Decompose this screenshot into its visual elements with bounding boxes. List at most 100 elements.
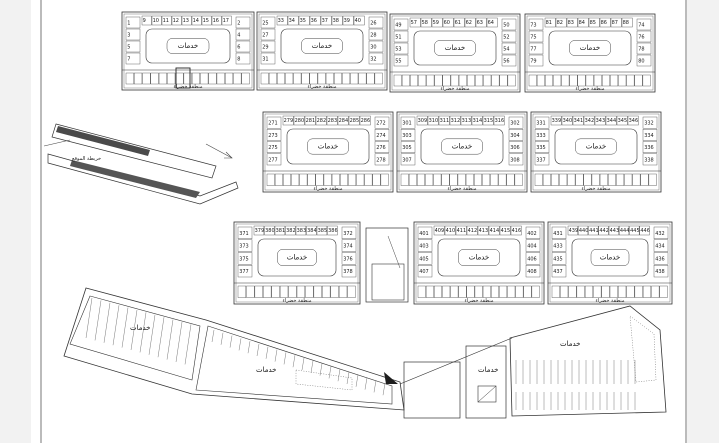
block-panel-j-top-plot-cell [598, 225, 609, 236]
block-panel-j-plot-number: 433 [553, 244, 563, 250]
block-panel-b-green-area-label: منطقة خضراء [307, 84, 336, 90]
block-panel-h-outline [233, 221, 361, 305]
block-panel-a-band-plot-cell [125, 72, 134, 85]
block-panel-j-services-core [590, 249, 630, 266]
block-panel-g-band-plot-cell [583, 173, 592, 186]
block-panel-f-band-plot-cell [498, 173, 507, 186]
block-panel-e-plot-cell [266, 116, 282, 129]
block-panel-h-plot-cell [341, 239, 357, 252]
block-panel-j-top-plot-cell [567, 225, 578, 236]
block-panel-h-plot-number: 381 [276, 228, 286, 234]
block-panel-e-band-plot-cell [372, 173, 381, 186]
block-panel-j-plot-number: 437 [553, 269, 563, 275]
block-panel-f-band-plot-cell [506, 173, 515, 186]
block-panel-i-plot-number: 412 [468, 228, 478, 234]
block-panel-h-band-plot-cell [237, 285, 247, 298]
block-panel-j-band-plot-cell [618, 285, 627, 298]
block-panel-j-green-area-label: منطقة خضراء [595, 298, 624, 304]
block-panel-j-plot-number: 436 [655, 256, 665, 262]
block-panel-b-band-plot-cell [301, 72, 310, 85]
block-panel-i-top-plot-cell [466, 225, 478, 236]
block-panel-f-top-plot-cell [460, 115, 472, 126]
block-panel-d-inner-outline [526, 15, 654, 91]
block-panel-b-top-plot-cell [331, 15, 343, 26]
block-panel-e-plot-number: 272 [376, 121, 386, 127]
block-panel-e-services-label: خدمات [318, 143, 338, 151]
block-panel-j-plot-number: 441 [589, 228, 599, 234]
block-panel-a-plot-number: 16 [213, 18, 219, 24]
block-panel-f-plot-number: 304 [510, 133, 520, 139]
block-panel-e-band-plot-cell [323, 173, 332, 186]
block-panel-i-plot-cell [525, 252, 541, 265]
block-panel-f-plot-number: 310 [429, 118, 439, 124]
block-panel-j-services-block [571, 238, 649, 277]
block-panel-a-plot-number: 4 [237, 32, 240, 38]
block-panel-b-plot-cell [368, 28, 384, 41]
block-panel-c-top-plot-cell [486, 17, 498, 28]
block-panel-e-band-plot-cell [266, 173, 275, 186]
block-panel-f-plot-number: 302 [510, 121, 520, 127]
block-panel-j-top-plot-cell [578, 225, 589, 236]
block-panel-j-top-plot-cell [619, 225, 630, 236]
block-panel-c-plot-number: 49 [395, 22, 401, 28]
block-panel-c-plot-number: 63 [477, 20, 483, 26]
block-panel-b-top-plot-cell [309, 15, 321, 26]
block-panel-g-band-plot-cell [551, 173, 559, 186]
block-panel-a-plot-number: 3 [127, 32, 130, 38]
bottom-right-block-outline [509, 305, 667, 417]
central-building-plot [365, 227, 409, 303]
block-panel-f-top-plot-cell [493, 115, 505, 126]
block-panel-e-band-plot-cell [315, 173, 324, 186]
bottom-left-plot-divider [166, 319, 174, 360]
bottom-mid-plot-divider [319, 363, 323, 376]
block-panel-d-plot-number: 84 [579, 20, 585, 26]
location-map-caption: خريطة الموقع [72, 156, 101, 162]
bottom-mid-plot-divider [220, 332, 224, 345]
block-panel-b-plot-number: 29 [262, 44, 268, 50]
block-panel-j-services-label: خدمات [600, 254, 620, 262]
block-panel-i-plot-number: 405 [419, 256, 429, 262]
block-panel-e-services-core [307, 138, 349, 155]
block-panel-a-plot-cell [235, 52, 251, 65]
block-panel-g-plot-number: 336 [644, 145, 654, 151]
block-panel-g-band-plot-cell [632, 173, 641, 186]
block-panel-i-plot-cell [525, 265, 541, 278]
block-panel-f-band-plot-cell [490, 173, 499, 186]
block-panel-g-plot-number: 344 [607, 118, 617, 124]
block-panel-b-band-plot-cell [309, 72, 318, 85]
block-panel-b-plot-number: 36 [311, 18, 317, 24]
block-panel-j-band-plot-cell [634, 285, 643, 298]
block-panel-e-band-plot-cell [364, 173, 373, 186]
block-panel-i-band-plot-cell [442, 285, 451, 298]
block-panel-a-plot-cell [235, 28, 251, 41]
block-panel-h-plot-number: 385 [318, 228, 328, 234]
block-panel-f-outline [396, 111, 528, 193]
block-panel-g-services-label: خدمات [586, 143, 606, 151]
block-panel-e-band-plot-cell [291, 173, 300, 186]
block-panel-d-plot-number: 76 [638, 34, 644, 40]
block-panel-c-top-plot-cell [442, 17, 454, 28]
block-panel-a-top-plot-cell [181, 15, 192, 26]
block-panel-g-plot-cell [642, 153, 658, 166]
block-panel-e-plot-number: 276 [376, 145, 386, 151]
block-panel-g-plot-cell [534, 129, 550, 141]
block-panel-d-top-plot-cell [599, 17, 611, 28]
block-panel-i-plot-number: 415 [501, 228, 511, 234]
block-panel-b-plot-number: 31 [262, 56, 268, 62]
block-panel-g-band-plot-cell [640, 173, 649, 186]
block-panel-j-plot-number: 445 [630, 228, 640, 234]
block-panel-j-band-plot-cell [609, 285, 618, 298]
block-panel-j-plot-number: 440 [579, 228, 589, 234]
block-panel-j-plot-cell [653, 252, 669, 265]
block-panel-e-plot-number: 280 [295, 118, 305, 124]
block-panel-e-band-plot-cell [348, 173, 357, 186]
block-panel-d-plot-cell [528, 54, 544, 67]
block-panel-c-plot-number: 52 [503, 34, 509, 40]
bottom-left-plot-divider [103, 302, 111, 343]
block-panel-e-top-plot-cell [337, 115, 349, 126]
block-panel-f-plot-number: 316 [495, 118, 505, 124]
block-panel-g-plot-cell [534, 153, 550, 166]
block-panel-i-top-plot-cell [444, 225, 456, 236]
